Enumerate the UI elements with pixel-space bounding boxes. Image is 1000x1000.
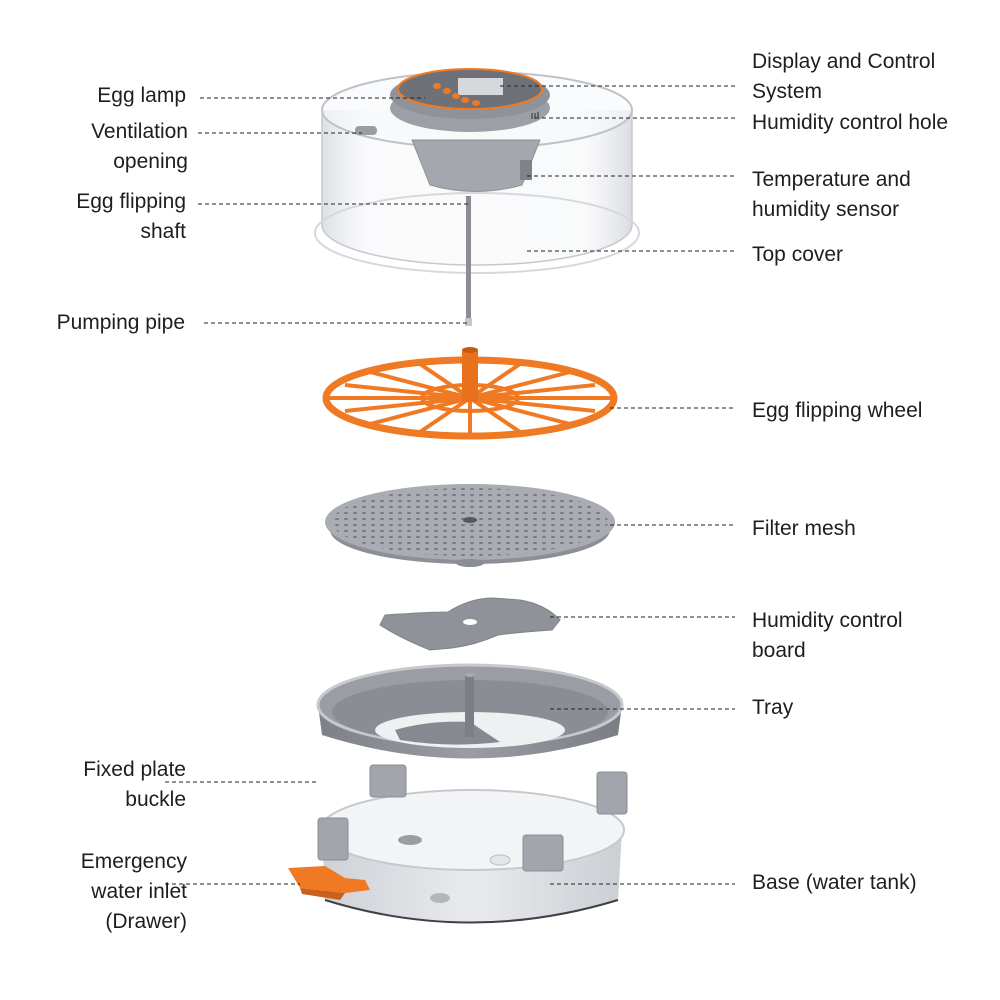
humidity-control-board	[379, 597, 561, 651]
label-filter-mesh: Filter mesh	[752, 517, 856, 540]
label-egg-flipping-wheel: Egg flipping wheel	[752, 399, 923, 422]
label-humidity-control-hole: Humidity control hole	[752, 111, 949, 134]
tray	[316, 663, 624, 759]
egg-lamp-buttons	[433, 83, 480, 106]
label-ventilation-opening: Ventilation opening	[91, 120, 188, 173]
label-temperature-humidity-sensor: Temperature and humidity sensor	[752, 168, 911, 221]
display-screen	[458, 78, 503, 95]
emergency-water-inlet-drawer	[288, 866, 370, 900]
label-fixed-plate-buckle: Fixed plate buckle	[83, 758, 186, 811]
label-emergency-water-inlet: Emergency water inlet (Drawer)	[80, 850, 187, 933]
label-display-control-system: Display and Control System	[752, 50, 936, 103]
display-control-unit	[390, 68, 550, 132]
label-egg-flipping-shaft: Egg flipping shaft	[76, 190, 186, 243]
filter-mesh	[325, 484, 615, 567]
label-tray: Tray	[752, 696, 794, 719]
leader-lines	[165, 85, 735, 885]
temp-humidity-sensor	[520, 160, 532, 180]
label-egg-lamp: Egg lamp	[97, 84, 186, 107]
egg-flipping-wheel	[322, 347, 618, 440]
ventilation-opening	[355, 126, 377, 135]
label-base-water-tank: Base (water tank)	[752, 871, 917, 894]
fixed-plate-buckle	[317, 764, 628, 872]
heater-housing	[411, 139, 541, 192]
base-water-tank	[288, 764, 628, 924]
label-humidity-control-board: Humidity control board	[752, 609, 903, 662]
egg-flipping-shaft	[465, 196, 472, 326]
label-pumping-pipe: Pumping pipe	[56, 311, 185, 334]
label-top-cover: Top cover	[752, 243, 844, 266]
